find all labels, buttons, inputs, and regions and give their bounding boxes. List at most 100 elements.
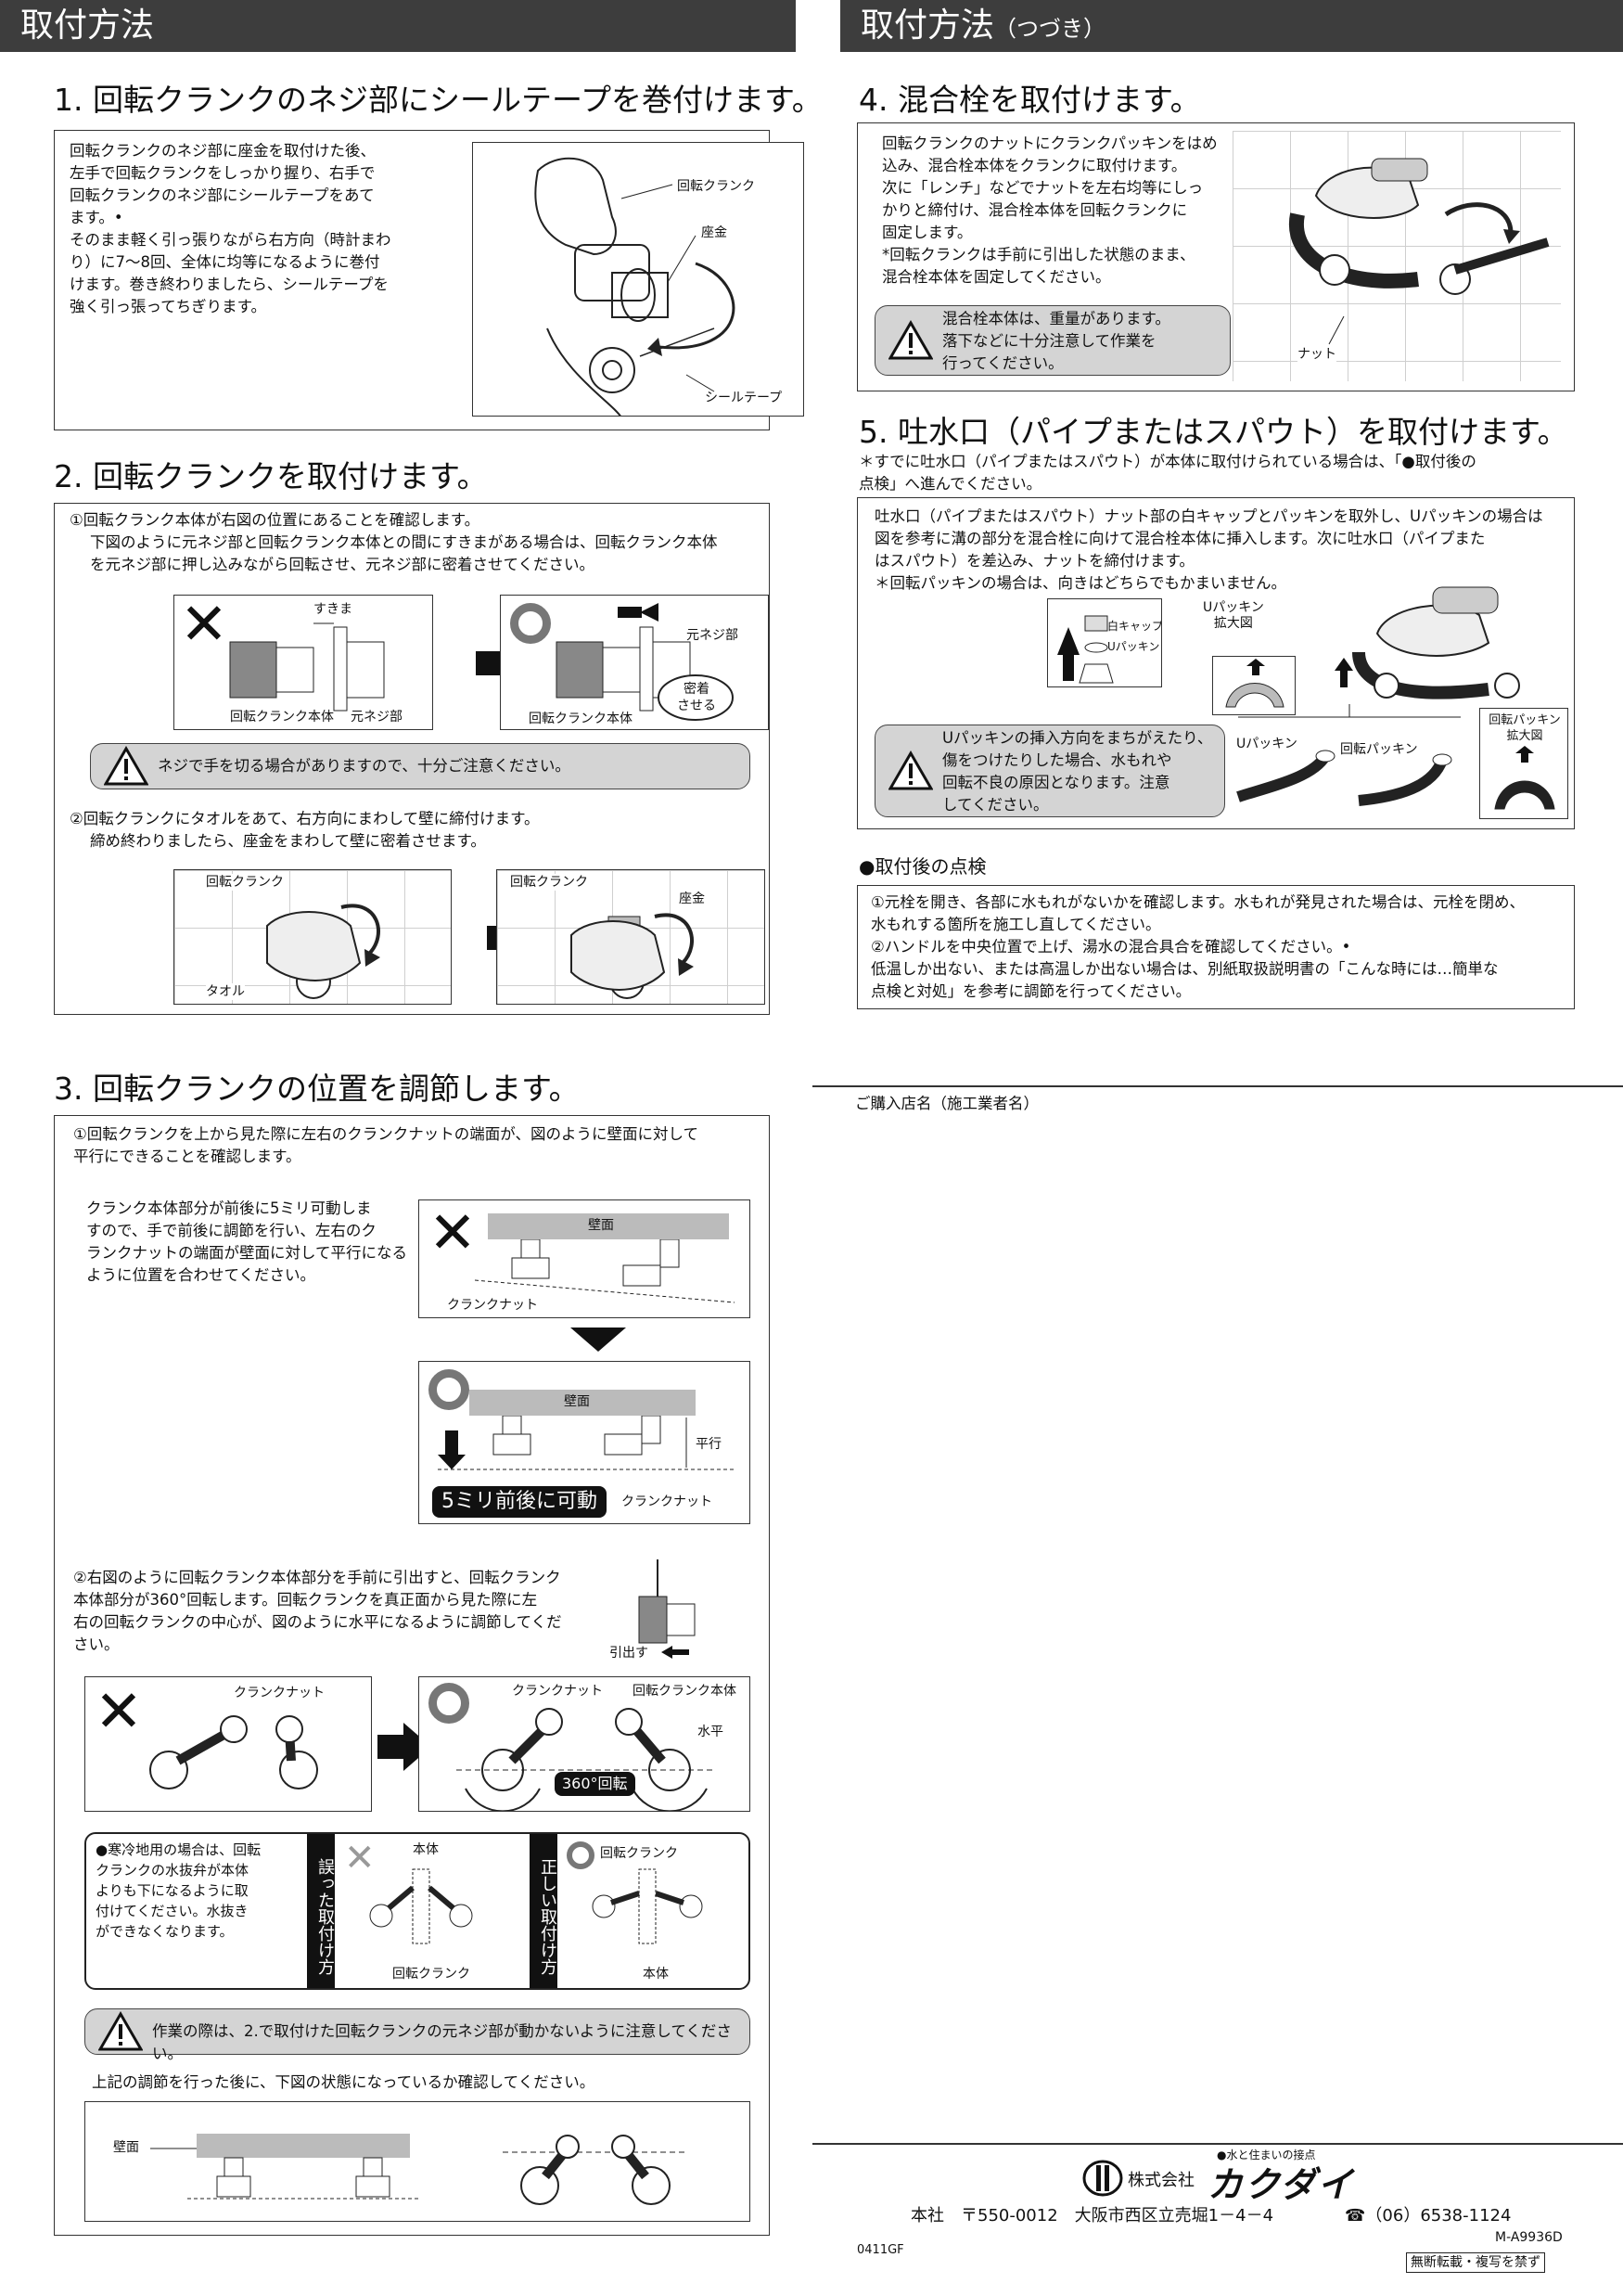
company-logo-icon — [1082, 2160, 1123, 2197]
correct-mark-icon-2 — [428, 1369, 469, 1410]
header-left: 取付方法 — [0, 0, 796, 52]
section-5-text: 吐水口（パイプまたはスパウト）ナット部の白キャップとパッキンを取外し、Uパッキン… — [875, 507, 1543, 592]
band-correct-installation: 正しい取付け方 — [530, 1834, 557, 1988]
warning-icon-4 — [888, 750, 933, 790]
label-level: 水平 — [697, 1725, 723, 1739]
pull-out-drawing — [638, 1559, 696, 1644]
rotary-packing-zoom-drawing — [1494, 746, 1555, 810]
doc-code-left: 0411GF — [857, 2243, 904, 2257]
label-wall-2: 壁面 — [564, 1394, 590, 1409]
wrong-mark-icon-3: ✕ — [95, 1677, 143, 1745]
section-3-step2-text: ②右図のように回転クランク本体部分を手前に引出すと、回転クランク 本体部分が36… — [73, 1569, 562, 1653]
section-4-warning-text: 混合栓本体は、重量があります。 落下などに十分注意して作業を 行ってください。 — [942, 310, 1170, 372]
section-2-step2-text: 締め終わりましたら、座金をまわして壁に密着させます。 — [90, 832, 486, 850]
section-1-box: 回転クランクのネジ部に座金を取付けた後、 左手で回転クランクをしっかり握り、右手… — [54, 130, 804, 430]
contact-illustration: 元ネジ部 回転クランク本体 密着 させる — [500, 595, 769, 730]
contact-drawing — [556, 603, 734, 721]
label-crank-body-3: 回転クランク本体 — [633, 1684, 736, 1699]
copyright-notice: 無断転載・複写を禁ず — [1406, 2252, 1545, 2273]
correct-mark-icon-3 — [428, 1683, 469, 1724]
label-hontai-2: 本体 — [643, 1967, 669, 1982]
label-nut: ナット — [1297, 346, 1336, 363]
header-right-title: 取付方法 — [861, 6, 995, 45]
cold-region-text: ●寒冷地用の場合は、回転 クランクの水抜弁が本体 よりも下になるように取 付けて… — [96, 1841, 262, 1940]
wall-bar-2 — [469, 1390, 696, 1416]
faucet-body-drawing — [1335, 586, 1520, 699]
parallel-correct-illustration: 壁面 平行 5ミリ前後に可動 クランクナット — [418, 1361, 750, 1524]
final-state-illustration: 壁面 — [84, 2101, 750, 2222]
wall-bar — [488, 1213, 729, 1239]
divider-top — [812, 1085, 1623, 1087]
label-gap: すきま — [313, 602, 352, 617]
gap-drawing — [229, 622, 385, 712]
company-name: カクダイ — [1208, 2164, 1355, 2205]
company-tagline: ●水と住まいの接点 — [1217, 2148, 1316, 2161]
label-make-contact: 密着 させる — [677, 682, 716, 713]
washer-illustration: 回転クランク 座金 — [496, 869, 765, 1005]
label-u-packing: Uパッキン — [1107, 640, 1160, 653]
company-prefix: 株式会社 — [1128, 2171, 1195, 2190]
warning-icon-2 — [98, 2011, 143, 2051]
final-state-drawing — [150, 2134, 688, 2205]
label-crank-b: 回転クランク — [510, 874, 588, 891]
section-2-step1-text: 下図のように元ネジ部と回転クランク本体との間にすきまがある場合は、回転クランク本… — [90, 533, 718, 573]
label-nut-3: クランクナット — [234, 1686, 325, 1700]
correct-mark-icon-4 — [567, 1841, 594, 1869]
section-5-warning: Uパッキンの挿入方向をまちがえたり、 傷をつけたりした場合、水もれや 回転不良の… — [875, 725, 1225, 817]
check-box: ①元栓を開き、各部に水もれがないかを確認します。水もれが発見された場合は、元栓を… — [857, 885, 1575, 1009]
towel-illustration: 回転クランク タオル — [173, 869, 452, 1005]
rotary-packing-zoom-illustration: 回転パッキン 拡大図 — [1479, 708, 1568, 819]
label-crank-body-1: 回転クランク本体 — [230, 710, 334, 725]
label-crank-c: 回転クランク — [392, 1967, 470, 1982]
faucet-wrench-drawing — [1288, 158, 1550, 345]
section-2-step2-heading: ②回転クランクにタオルをあて、右方向にまわして壁に締付けます。 — [70, 810, 540, 827]
gap-illustration: ✕ すきま 回転クランク本体 元ネジ部 — [173, 595, 433, 730]
section-3-sub-text: クランク本体部分が前後に5ミリ可動しま すので、手で前後に調節を行い、左右のク … — [86, 1199, 408, 1284]
section-4-title: 4. 混合栓を取付けます。 — [859, 82, 1201, 118]
label-wall-1: 壁面 — [588, 1218, 614, 1233]
label-moto-screw-2: 元ネジ部 — [686, 628, 738, 643]
parallel-wrong-illustration: ✕ 壁面 クランクナット — [418, 1199, 750, 1318]
shop-name-label: ご購入店名（施工業者名） — [855, 1095, 1039, 1112]
cold-region-box: ●寒冷地用の場合は、回転 クランクの水抜弁が本体 よりも下になるように取 付けて… — [84, 1832, 750, 1990]
label-nut-4: クランクナット — [512, 1684, 603, 1699]
cold-correct-drawing — [592, 1868, 703, 1944]
level-correct-illustration: クランクナット 回転クランク本体 水平 360°回転 — [418, 1676, 750, 1812]
wrong-mark-icon-2: ✕ — [428, 1199, 477, 1266]
towel-drawing — [266, 904, 380, 999]
section-3-warning: 作業の際は、2.で取付けた回転クランクの元ネジ部が動かないように注意してください… — [84, 2008, 750, 2062]
label-u-packing-zoom: Uパッキン 拡大図 — [1203, 600, 1264, 631]
company-tel: ☎（06）6538-1124 — [1345, 2206, 1512, 2225]
label-nut-2: クランクナット — [621, 1494, 712, 1509]
section-1-illustration: 回転クランク 座金 シールテープ — [472, 142, 804, 417]
section-5-warning-text: Uパッキンの挿入方向をまちがえたり、 傷をつけたりした場合、水もれや 回転不良の… — [942, 729, 1213, 814]
spout-drawing — [1236, 704, 1461, 806]
section-3-warning-text: 作業の際は、2.で取付けた回転クランクの元ネジ部が動かないように注意してください… — [152, 2022, 732, 2062]
label-pull-out: 引出す — [609, 1646, 648, 1661]
section-2-step1-heading: ①回転クランク本体が右図の位置にあることを確認します。 — [70, 511, 480, 529]
doc-code-right: M-A9936D — [1495, 2230, 1563, 2245]
label-washer-b: 座金 — [679, 891, 705, 907]
label-parallel: 平行 — [696, 1437, 722, 1452]
label-360-rotation: 360°回転 — [555, 1772, 635, 1796]
label-wall-3: 壁面 — [113, 2140, 139, 2155]
u-packing-zoom-illustration — [1212, 656, 1296, 715]
washer-drawing — [570, 913, 694, 999]
label-crank: 回転クランク — [677, 179, 755, 194]
level-wrong-illustration: ✕ クランクナット — [84, 1676, 372, 1812]
label-crank-a: 回転クランク — [206, 874, 284, 891]
section-1-text: 回転クランクのネジ部に座金を取付けた後、 左手で回転クランクをしっかり握り、右手… — [70, 142, 391, 315]
label-rotary-packing: 回転パッキン — [1340, 742, 1418, 757]
section-5-title: 5. 吐水口（パイプまたはスパウト）を取付けます。 — [859, 414, 1568, 450]
cold-wrong-drawing — [369, 1868, 473, 1944]
section-5-note: ＊すでに吐水口（パイプまたはスパウト）が本体に取付けられている場合は、「●取付後… — [859, 453, 1476, 493]
section-3-box: ①回転クランクを上から見た際に左右のクランクナットの端面が、図のように壁面に対し… — [54, 1115, 770, 2236]
label-crank-d: 回転クランク — [600, 1846, 678, 1861]
section-4-box: 回転クランクのナットにクランクパッキンをはめ 込み、混合栓本体をクランクに取付け… — [857, 122, 1575, 391]
section-4-text: 回転クランクのナットにクランクパッキンをはめ 込み、混合栓本体をクランクに取付け… — [882, 135, 1218, 286]
section-4-warning: 混合栓本体は、重量があります。 落下などに十分注意して作業を 行ってください。 — [875, 305, 1231, 376]
label-crank-body-2: 回転クランク本体 — [529, 712, 633, 726]
label-hontai-1: 本体 — [413, 1842, 439, 1857]
sealtape-drawing — [534, 157, 735, 416]
label-washer: 座金 — [701, 225, 727, 240]
